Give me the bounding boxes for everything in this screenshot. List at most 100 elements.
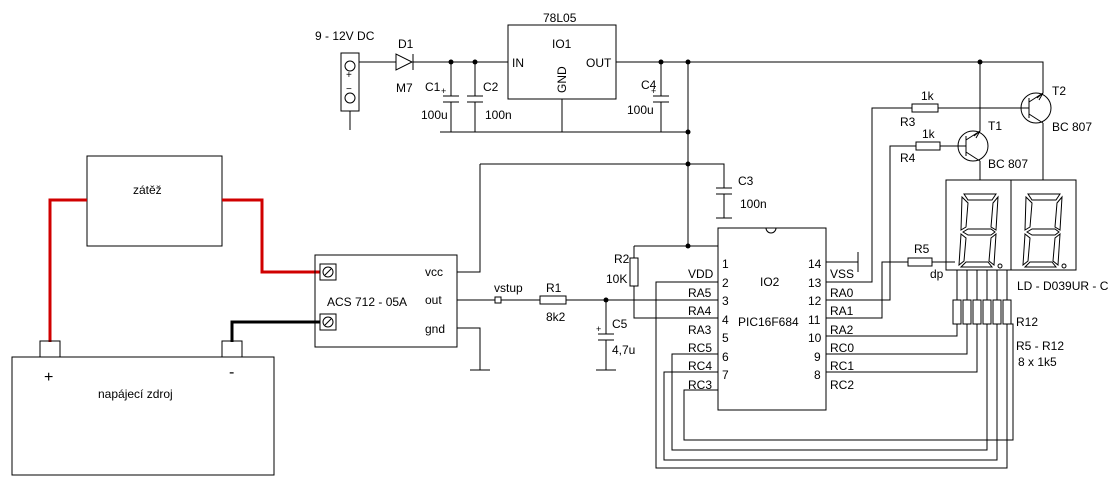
supply-terminal-plus xyxy=(39,340,61,358)
c2-value: 100n xyxy=(485,108,512,122)
supply-terminal-minus xyxy=(221,340,243,358)
resistor-r5 xyxy=(907,257,933,267)
c1-name: C1 xyxy=(425,80,441,94)
r1-name: R1 xyxy=(546,281,562,295)
sensor-module xyxy=(314,254,458,348)
capacitor-c2 xyxy=(467,62,483,132)
c1-value: 100u xyxy=(421,108,448,122)
pin-6-label: RC4 xyxy=(688,359,712,373)
c4-name: C4 xyxy=(641,78,657,92)
svg-text:+: + xyxy=(651,86,656,96)
pin-5-num: 5 xyxy=(722,331,729,345)
pin-3-label: RA4 xyxy=(688,304,712,318)
c5-name: C5 xyxy=(612,317,628,331)
sensor-screw-terminal-2 xyxy=(322,316,334,328)
r-array-value: 8 x 1k5 xyxy=(1018,355,1057,369)
pin-12-label: RA1 xyxy=(830,304,854,318)
sensor-gnd: gnd xyxy=(425,322,445,336)
power-minus-sign: − xyxy=(346,84,352,95)
pin-2-label: RA5 xyxy=(688,286,712,300)
pin-11-num: 11 xyxy=(808,313,821,327)
resistor-r4 xyxy=(915,141,941,151)
sensor-vcc: vcc xyxy=(425,265,443,279)
power-plus-sign: + xyxy=(346,70,352,81)
pin-6-num: 6 xyxy=(722,350,729,364)
power-terminal-minus xyxy=(344,92,356,104)
pin-14-num: 14 xyxy=(808,257,822,271)
capacitor-c4: + xyxy=(651,62,669,132)
r3-name: R3 xyxy=(900,115,916,129)
power-input-label: 9 - 12V DC xyxy=(315,29,375,43)
supply-plus-sign: + xyxy=(44,369,53,386)
io1-part: 78L05 xyxy=(543,11,577,25)
pin-10-num: 10 xyxy=(808,331,822,345)
r3-value: 1k xyxy=(921,89,935,103)
io2-name: IO2 xyxy=(760,275,780,289)
c3-name: C3 xyxy=(738,174,754,188)
power-terminal-plus xyxy=(344,60,356,72)
sensor-label: ACS 712 - 05A xyxy=(327,295,407,309)
load-box xyxy=(86,155,223,247)
d1-name: D1 xyxy=(398,37,414,51)
t2-type: BC 807 xyxy=(1052,120,1092,134)
supply-wire-black xyxy=(230,320,320,342)
r12-name: R12 xyxy=(1016,315,1038,329)
pin-7-num: 7 xyxy=(722,368,729,382)
pin-3-num: 3 xyxy=(722,294,729,308)
pin-8-label: RC2 xyxy=(830,378,854,392)
r2-name: R2 xyxy=(614,252,630,266)
pin-11-label: RA2 xyxy=(830,323,854,337)
r1-value: 8k2 xyxy=(546,310,566,324)
pin-14-label: VSS xyxy=(830,267,854,281)
c2-name: C2 xyxy=(483,80,499,94)
transistor-t1 xyxy=(957,62,989,180)
load-wire-red-left xyxy=(48,198,87,342)
load-label: zátěž xyxy=(133,183,162,197)
capacitor-c1: + xyxy=(441,62,459,132)
c3-value: 100n xyxy=(740,197,767,211)
pin-8-num: 8 xyxy=(814,368,821,382)
vstup-test-point xyxy=(494,296,502,304)
sensor-screw-terminal-1 xyxy=(322,266,334,278)
r4-name: R4 xyxy=(900,151,916,165)
svg-text:+: + xyxy=(441,86,446,96)
pin-4-num: 4 xyxy=(722,313,729,327)
transistor-t2 xyxy=(980,61,1052,180)
t1-name: T1 xyxy=(988,119,1002,133)
pin-10-label: RC0 xyxy=(830,341,854,355)
supply-label: napájecí zdroj xyxy=(98,387,173,401)
pin-13-label: RA0 xyxy=(830,286,854,300)
svg-text:+: + xyxy=(596,324,601,334)
io1-name: IO1 xyxy=(552,37,572,51)
power-connector xyxy=(340,52,360,112)
io1-out: OUT xyxy=(586,56,612,70)
resistor-r1 xyxy=(539,295,567,305)
load-wire-red-right xyxy=(222,198,320,274)
t2-name: T2 xyxy=(1052,84,1066,98)
digit-2 xyxy=(1022,193,1067,269)
pin-1-num: 1 xyxy=(722,257,729,271)
pin-12-num: 12 xyxy=(808,294,822,308)
pin-7-label: RC3 xyxy=(688,378,712,392)
r-array-range: R5 - R12 xyxy=(1016,339,1064,353)
capacitor-c3 xyxy=(716,187,732,219)
pin-5-label: RC5 xyxy=(688,341,712,355)
vstup-label: vstup xyxy=(494,281,523,295)
io1-gnd: GND xyxy=(555,66,569,93)
display-part: LD - D039UR - C xyxy=(1017,279,1109,293)
r5-name: R5 xyxy=(914,242,930,256)
pin-9-label: RC1 xyxy=(830,359,854,373)
r5-label: dp xyxy=(930,267,944,281)
diode-d1 xyxy=(395,53,508,71)
pin-4-label: RA3 xyxy=(688,323,712,337)
sensor-out: out xyxy=(425,293,442,307)
d1-type: M7 xyxy=(396,81,413,95)
mcu-right-pins: 14 VSS 13 RA0 12 RA1 11 RA2 10 RC0 9 RC1… xyxy=(808,257,854,392)
capacitor-c5: + xyxy=(596,300,616,371)
pin-13-num: 13 xyxy=(808,276,822,290)
io2-part: PIC16F684 xyxy=(738,315,799,329)
mcu-io2 xyxy=(717,227,827,411)
io1-in: IN xyxy=(512,56,524,70)
supply-box xyxy=(11,356,275,476)
